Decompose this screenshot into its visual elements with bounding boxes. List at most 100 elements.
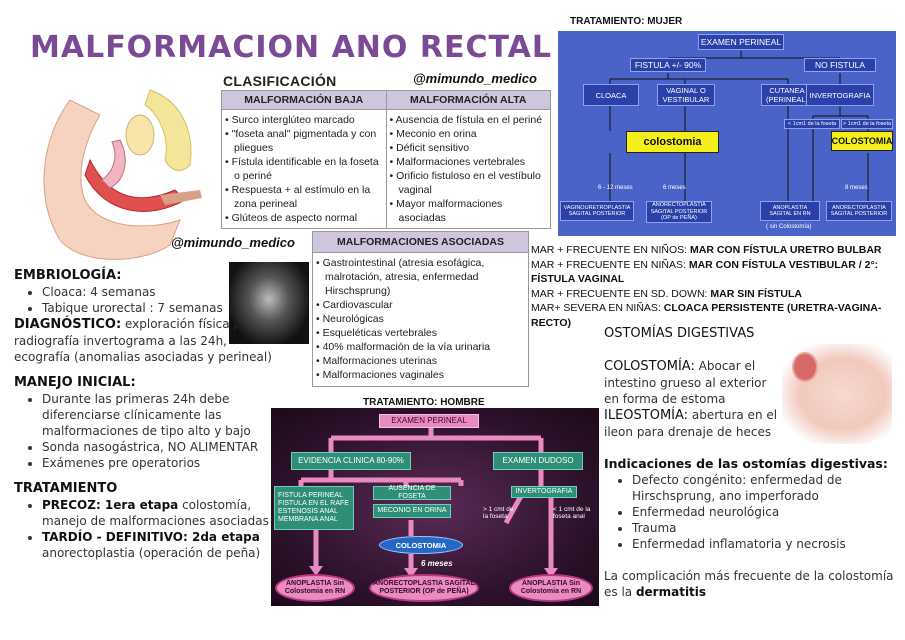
outcome-oval: ANOPLASTIA Sin Colostomia en RN — [509, 574, 593, 602]
asociadas-box: MALFORMACIONES ASOCIADAS Gastrointestina… — [312, 231, 529, 387]
evidencia-box: EVIDENCIA CLINICA 80-90% — [291, 452, 411, 470]
frecuencias: MAR + FRECUENTE EN NIÑOS: MAR CON FÍSTUL… — [531, 243, 901, 330]
list-item: Defecto congénito: enfermedad de Hirschs… — [632, 472, 899, 504]
freq-line: MAR + FRECUENTE EN SD. DOWN: MAR SIN FÍS… — [531, 287, 901, 302]
left-column: EMBRIOLOGÍA: Cloaca: 4 semanas Tabique u… — [14, 268, 276, 561]
list-item: Mayor malformaciones asociadas — [390, 197, 548, 225]
colostomia-label: COLOSTOMÍA: — [604, 359, 695, 374]
outcome-oval: ANOPLASTIA Sin Colostomia en RN — [275, 574, 355, 602]
ileostomia-paragraph: ILEOSTOMÍA: abertura en el ileon para dr… — [604, 407, 782, 440]
freq-bold: MAR CON FÍSTULA VESTIBULAR / 2°: FÍSTULA… — [531, 258, 879, 286]
fistula-box: FISTULA +/- 90% — [630, 58, 706, 72]
freq-pre: MAR+ SEVERA EN NIÑAS: — [531, 302, 664, 314]
precoz-label: PRECOZ: 1era etapa — [42, 498, 179, 512]
vaginal-box: VAGINAL O VESTIBULAR — [657, 84, 715, 106]
invertografia-box: INVERTOGRAFIA — [511, 486, 577, 498]
freq-bold: MAR CON FÍSTULA URETRO BULBAR — [689, 244, 882, 256]
list-item: Ausencia de fístula en el periné — [390, 113, 548, 127]
freq-line: MAR+ SEVERA EN NIÑAS: CLOACA PERSISTENTE… — [531, 301, 901, 330]
freq-bold: CLOACA PERSISTENTE (URETRA-VAGINA-RECTO) — [531, 302, 882, 329]
meconio-box: MECONIO EN ORINA — [373, 504, 451, 518]
freq-line: MAR + FRECUENTE EN NIÑOS: MAR CON FÍSTUL… — [531, 243, 901, 258]
outcome-oval: ANORECTOPLASTIA SAGITAL POSTERIOR (OP de… — [369, 574, 479, 602]
tratamiento-hombre-diagram: EXAMEN PERINEAL EVIDENCIA CLINICA 80-90%… — [271, 408, 599, 606]
list-item: TARDÍO - DEFINITIVO: 2da etapa anorectop… — [42, 529, 276, 561]
list-item: Respuesta + al estímulo en la zona perin… — [225, 183, 383, 211]
tratamiento-title: TRATAMIENTO — [14, 481, 118, 496]
tratamiento-mujer-label: TRATAMIENTO: MUJER — [570, 16, 683, 27]
manejo-title: MANEJO INICIAL: — [14, 375, 136, 390]
colostomia-oval: COLOSTOMIA — [379, 536, 463, 554]
list-item: 40% malformación de la vía urinaria — [316, 340, 525, 354]
complicacion-text: La complicación más frecuente de la colo… — [604, 569, 894, 599]
freq-pre: MAR + FRECUENTE EN NIÑAS: — [531, 258, 689, 271]
list-item: Cloaca: 4 semanas — [42, 284, 276, 300]
tratamiento-mujer-diagram: EXAMEN PERINEAL FISTULA +/- 90% NO FISTU… — [558, 31, 896, 236]
author-handle: @mimundo_medico — [171, 235, 295, 250]
stoma-detail — [792, 352, 818, 382]
list-item: Esqueléticas vertebrales — [316, 326, 525, 340]
baja-cell: Surco interglúteo marcado "foseta anal" … — [221, 109, 387, 229]
alta-cell: Ausencia de fístula en el periné Meconio… — [385, 109, 551, 229]
fistula-box: FISTULA PERINEAL FISTULA EN EL RAFE ESTE… — [274, 486, 354, 530]
result-box: ANOPLASTIA SAGITAL EN RN — [760, 201, 820, 221]
precoz-text: colostomía, manejo de malformaciones aso… — [42, 498, 269, 528]
colostomia-caps-box: COLOSTOMIA — [831, 131, 893, 151]
cloaca-box: CLOACA — [583, 84, 639, 106]
list-item: Exámenes pre operatorios — [42, 455, 276, 471]
freq-bold: MAR SIN FÍSTULA — [710, 287, 802, 300]
result-note: ( sin Colostomía) — [766, 224, 812, 230]
list-item: Orificio fistuloso en el vestíbulo vagin… — [390, 169, 548, 197]
examen-perineal-box: EXAMEN PERINEAL — [379, 414, 479, 428]
result-box: ANORECTOPLASTIA SAGITAL POSTERIOR (OP de… — [646, 201, 712, 223]
tardio-text: anorectoplastia (operación de peña) — [42, 546, 261, 560]
list-item: Tabique urorectal : 7 semanas — [42, 300, 276, 316]
menor-1cm-box: < 1cm1 de la foseta — [784, 119, 840, 129]
no-fistula-box: NO FISTULA — [804, 58, 876, 72]
diagnostico-label: DIAGNÓSTICO: — [14, 317, 122, 332]
freq-line: MAR + FRECUENTE EN NIÑAS: MAR CON FÍSTUL… — [531, 258, 901, 287]
tratamiento-hombre-label: TRATAMIENTO: HOMBRE — [363, 397, 485, 408]
list-item: Cardiovascular — [316, 298, 525, 312]
list-item: Gastrointestinal (atresia esofágica, mal… — [316, 256, 525, 298]
ausencia-box: AUSENCIA DE FOSETA — [373, 485, 451, 500]
list-item: Neurológicas — [316, 312, 525, 326]
menor-label: < 1 cmt de la foseta anal — [553, 506, 591, 520]
anatomy-illustration — [43, 89, 202, 260]
list-item: Meconio en orina — [390, 127, 548, 141]
colostomia-box: colostomia — [626, 131, 719, 153]
list-item: Malformaciones vertebrales — [390, 155, 548, 169]
complicacion-paragraph: La complicación más frecuente de la colo… — [604, 568, 899, 600]
freq-pre: MAR + FRECUENTE EN NIÑOS: — [531, 244, 690, 256]
header-baja: MALFORMACIÓN BAJA — [221, 90, 387, 110]
mayor-1cm-box: > 1cm1 de la foseta — [841, 119, 893, 129]
list-item: Malformaciones vaginales — [316, 368, 525, 382]
list-item: Surco interglúteo marcado — [225, 113, 383, 127]
list-item: Glúteos de aspecto normal — [225, 211, 383, 225]
freq-pre: MAR + FRECUENTE EN SD. DOWN: — [531, 287, 711, 300]
time-label: 8 meses — [845, 185, 868, 191]
clasificacion-title: CLASIFICACIÓN — [223, 73, 337, 89]
cutanea-box: CUTANEA (PERINEAL) — [761, 84, 813, 106]
result-box: ANORECTOPLASTIA SAGITAL POSTERIOR — [826, 201, 892, 221]
embriologia-title: EMBRIOLOGÍA: — [14, 268, 122, 283]
ostomias-title: OSTOMÍAS DIGESTIVAS — [604, 326, 755, 341]
list-item: Trauma — [632, 520, 899, 536]
result-box: VAGINOURETROPLASTIA SAGITAL POSTERIOR — [560, 201, 634, 221]
list-item: Déficit sensitivo — [390, 141, 548, 155]
tardio-label: TARDÍO - DEFINITIVO: 2da etapa — [42, 530, 260, 544]
clasificacion-table: MALFORMACIÓN BAJA MALFORMACIÓN ALTA Surc… — [221, 90, 551, 229]
time-label: 6 - 12 meses — [598, 185, 633, 191]
list-item: Enfermedad inflamatoria y necrosis — [632, 536, 899, 552]
ileostomia-text: abertura en el ileon para drenaje de hec… — [604, 408, 778, 439]
complicacion-bold: dermatitis — [635, 585, 707, 599]
right-column: OSTOMÍAS DIGESTIVAS COLOSTOMÍA: Abocar e… — [604, 326, 899, 600]
invertografia-box: INVERTOGRAFIA — [806, 84, 874, 106]
page-title: MALFORMACION ANO RECTAL — [30, 30, 552, 65]
dudoso-box: EXAMEN DUDOSO — [493, 452, 583, 470]
examen-perineal-box: EXAMEN PERINEAL — [698, 34, 784, 50]
mayor-label: > 1 cmt de la foseta — [483, 506, 514, 520]
list-item: Malformaciones uterinas — [316, 354, 525, 368]
baby-stoma-image — [782, 344, 892, 444]
list-item: Sonda nasogástrica, NO ALIMENTAR — [42, 439, 276, 455]
